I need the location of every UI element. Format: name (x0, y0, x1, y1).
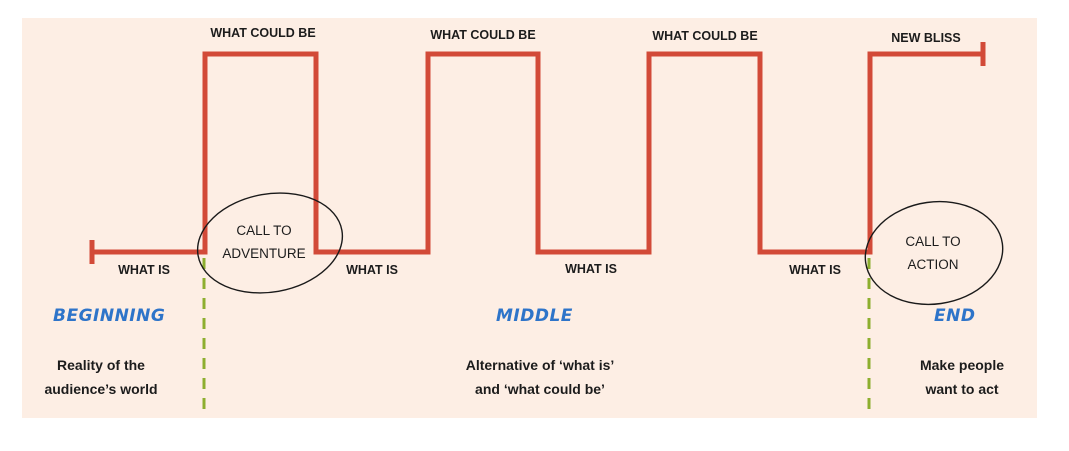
call-to-adventure-line-2: ADVENTURE (222, 246, 306, 261)
section-desc-middle: Alternative of ‘what is’ and ‘what could… (466, 353, 615, 401)
beginning-desc-line-2: audience’s world (44, 381, 158, 397)
what-could-be-label-1: WHAT COULD BE (210, 26, 316, 40)
call-to-action-line-1: CALL TO (905, 234, 961, 249)
new-bliss-label: NEW BLISS (891, 31, 961, 45)
call-to-action-oval (864, 200, 1004, 306)
what-is-label-3: WHAT IS (565, 262, 617, 276)
call-to-action-text: CALL TO ACTION (905, 230, 960, 276)
what-is-label-2: WHAT IS (346, 263, 398, 277)
story-line (92, 51, 983, 255)
beginning-desc-line-1: Reality of the (57, 357, 145, 373)
section-desc-end: Make people want to act (920, 353, 1004, 401)
call-to-adventure-line-1: CALL TO (236, 223, 292, 238)
middle-desc-line-2: and ‘what could be’ (475, 381, 605, 397)
what-could-be-label-2: WHAT COULD BE (430, 28, 536, 42)
call-to-action-line-2: ACTION (907, 257, 959, 272)
end-desc-line-1: Make people (919, 357, 1005, 373)
what-is-label-4: WHAT IS (789, 263, 841, 277)
section-desc-beginning: Reality of the audience’s world (44, 353, 157, 401)
what-could-be-label-3: WHAT COULD BE (652, 29, 758, 43)
what-is-label-1: WHAT IS (118, 263, 170, 277)
section-title-beginning: BEGINNING (53, 306, 166, 326)
call-to-adventure-text: CALL TO ADVENTURE (222, 219, 305, 265)
call-to-adventure-oval (196, 192, 344, 294)
section-title-end: END (934, 306, 976, 326)
end-desc-line-2: want to act (925, 381, 999, 397)
section-title-middle: MIDDLE (496, 306, 573, 326)
middle-desc-line-1: Alternative of ‘what is’ (465, 357, 615, 373)
